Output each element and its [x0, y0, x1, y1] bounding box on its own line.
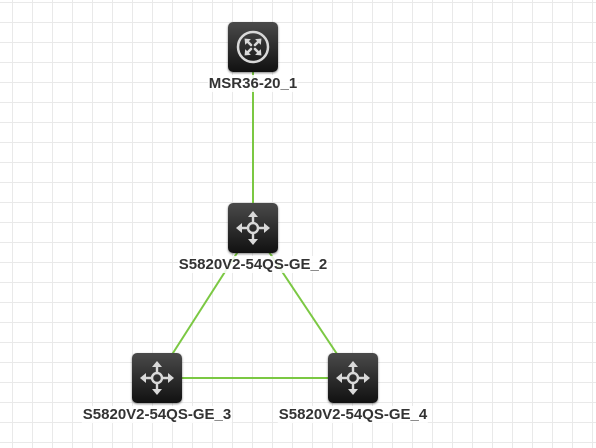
device-s5820v2-54qs-ge-2[interactable]: S5820V2-54QS-GE_2	[177, 203, 329, 273]
device-msr36-20-1[interactable]: MSR36-20_1	[207, 22, 299, 92]
switch-icon	[328, 353, 378, 403]
device-s5820v2-54qs-ge-3[interactable]: S5820V2-54QS-GE_3	[81, 353, 233, 423]
switch-icon	[228, 203, 278, 253]
router-icon	[228, 22, 278, 72]
device-label: S5820V2-54QS-GE_2	[177, 256, 329, 273]
device-label: S5820V2-54QS-GE_4	[277, 406, 429, 423]
switch-icon	[132, 353, 182, 403]
device-label: S5820V2-54QS-GE_3	[81, 406, 233, 423]
device-label: MSR36-20_1	[207, 75, 299, 92]
device-s5820v2-54qs-ge-4[interactable]: S5820V2-54QS-GE_4	[277, 353, 429, 423]
